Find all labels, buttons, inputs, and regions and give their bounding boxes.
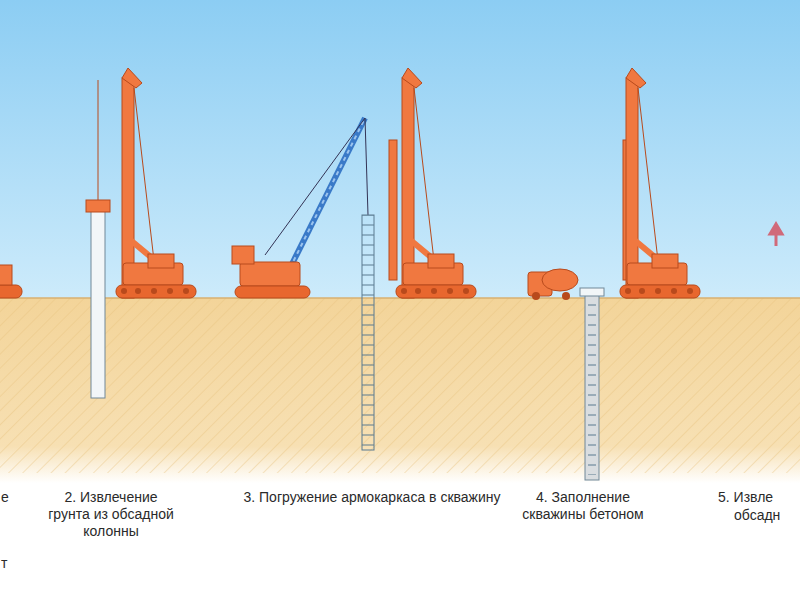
step-caption: 3. Погружение армокаркаса в скважину bbox=[222, 489, 522, 506]
step-caption: 4. Заполнение скважины бетоном bbox=[518, 489, 648, 523]
step-caption: 2. Извлечение грунта из обсадной колонны bbox=[42, 489, 180, 540]
step-caption: 5. Извле bbox=[718, 489, 794, 506]
step-caption: обсадн bbox=[734, 507, 794, 524]
step-caption: т bbox=[1, 555, 15, 572]
step-caption: е bbox=[1, 489, 15, 506]
